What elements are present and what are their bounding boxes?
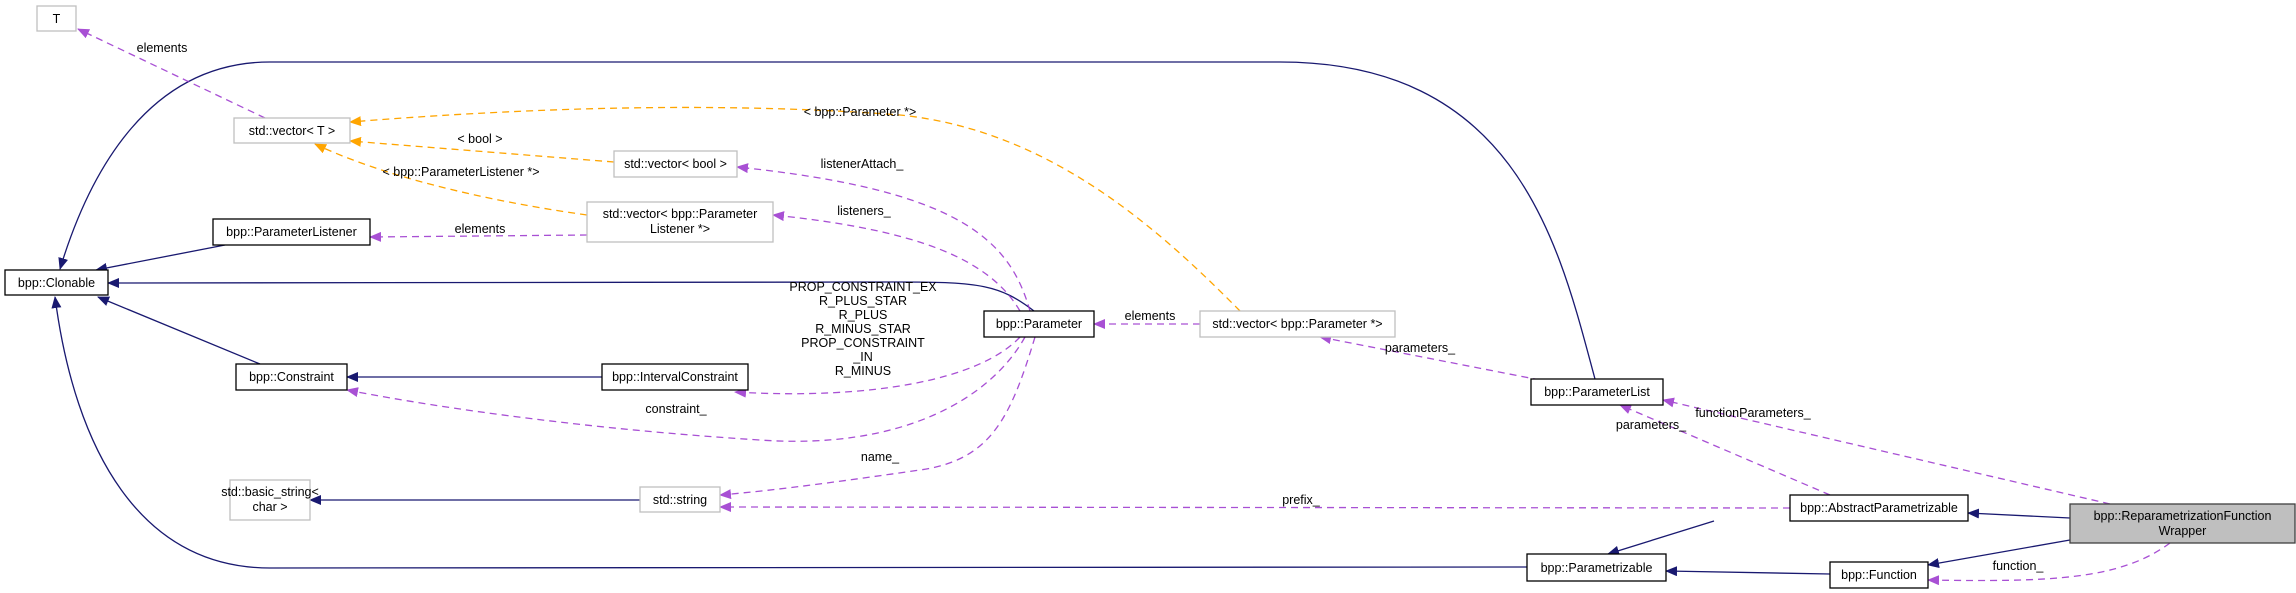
edge-vectorlistener-to-parameterlistener (369, 231, 588, 242)
edge-label-listeners: listeners_ (837, 204, 892, 218)
edge-label-listenerAttach: listenerAttach_ (821, 157, 905, 171)
edge-label-constant-0: PROP_CONSTRAINT_EX (789, 280, 937, 294)
node-vector-listener[interactable]: std::vector< bpp::Parameter Listener *> (586, 201, 774, 243)
edge-label-T-elements: elements (137, 41, 188, 55)
edge-label-parameters-abs: parameters_ (1616, 418, 1687, 432)
node-wrapper-label-line2: Wrapper (2159, 524, 2207, 538)
edge-parametrizable-to-clonable (51, 296, 1528, 569)
node-std-string-label: std::string (653, 493, 707, 507)
node-parameter-list[interactable]: bpp::ParameterList (1530, 378, 1664, 406)
node-T-label: T (53, 12, 61, 26)
edge-wrapper-to-abstractparametrizable (1967, 508, 2071, 519)
node-parameter-listener[interactable]: bpp::ParameterListener (212, 218, 371, 246)
node-std-string[interactable]: std::string (639, 486, 721, 513)
node-vector-bool-label: std::vector< bool > (624, 157, 727, 171)
node-constraint-label: bpp::Constraint (249, 370, 334, 384)
edge-wrapper-to-function-member (1927, 542, 2171, 586)
edge-abstractparametrizable-to-parametrizable (1607, 520, 1715, 556)
edge-wrapper-to-parameterlist (1662, 397, 2111, 505)
edge-label-constant-2: R_PLUS (839, 308, 888, 322)
node-clonable[interactable]: bpp::Clonable (4, 269, 109, 296)
node-parameter-list-label: bpp::ParameterList (1544, 385, 1650, 399)
node-vector-T[interactable]: std::vector< T > (233, 117, 351, 144)
edge-abstractparametrizable-to-parameterlist (1619, 404, 1831, 496)
node-T[interactable]: T (36, 5, 77, 32)
edge-label-listener-ptr: < bpp::ParameterListener *> (382, 165, 539, 179)
node-basic-string-label-line1: std::basic_string< (221, 485, 319, 499)
edge-label-bool: < bool > (457, 132, 502, 146)
edge-parameterlistener-to-clonable (95, 244, 226, 273)
edge-parameter-to-constraint (346, 336, 1026, 442)
edge-label-constant-5: _IN (852, 350, 872, 364)
edge-label-constant-1: R_PLUS_STAR (819, 294, 907, 308)
edge-vectorbool-to-vectort (349, 136, 615, 163)
node-function[interactable]: bpp::Function (1829, 561, 1929, 589)
node-vector-parameter[interactable]: std::vector< bpp::Parameter *> (1199, 310, 1396, 338)
edge-label-constant-3: R_MINUS_STAR (815, 322, 911, 336)
node-interval-constraint[interactable]: bpp::IntervalConstraint (601, 363, 749, 391)
edge-constraint-to-clonable (97, 296, 261, 365)
edge-parameterlist-to-vectorparameter (1319, 334, 1541, 381)
edge-wrapper-to-function (1927, 539, 2071, 569)
edge-parameter-to-intervalconstraint (734, 336, 1021, 398)
edge-parameter-to-clonable (107, 277, 1035, 312)
node-interval-constraint-label: bpp::IntervalConstraint (612, 370, 738, 384)
node-basic-string[interactable]: std::basic_string< char > (221, 479, 319, 521)
node-abstract-parametrizable[interactable]: bpp::AbstractParametrizable (1789, 494, 1969, 522)
node-wrapper-label-line1: bpp::ReparametrizationFunction (2094, 509, 2272, 523)
edge-label-param-ptr: < bpp::Parameter *> (804, 105, 917, 119)
edge-parameter-to-vectorlistener (772, 211, 1021, 312)
edge-function-to-parametrizable (1665, 566, 1831, 577)
edge-vectort-to-T (77, 28, 266, 119)
edge-parameterlist-to-clonable (58, 61, 1596, 380)
edge-vectorlistener-to-vectort (314, 143, 588, 216)
node-function-label: bpp::Function (1841, 568, 1917, 582)
edge-label-function: function_ (1993, 559, 2045, 573)
edge-label-constant-4: PROP_CONSTRAINT (801, 336, 925, 350)
node-basic-string-label-line2: char > (252, 500, 287, 514)
node-abstract-parametrizable-label: bpp::AbstractParametrizable (1800, 501, 1958, 515)
edge-abstractparametrizable-to-stdstring (719, 502, 1791, 513)
node-vector-bool[interactable]: std::vector< bool > (613, 150, 738, 178)
node-constraint[interactable]: bpp::Constraint (235, 363, 348, 391)
node-parameter[interactable]: bpp::Parameter (983, 310, 1095, 338)
edge-label-parameters-list: parameters_ (1385, 341, 1456, 355)
node-vector-listener-label-line2: Listener *> (650, 222, 710, 236)
edge-label-constant-6: R_MINUS (835, 364, 891, 378)
edge-label-name: name_ (861, 450, 900, 464)
edge-label-functionParameters: functionParameters_ (1695, 406, 1811, 420)
node-parametrizable[interactable]: bpp::Parametrizable (1526, 553, 1667, 582)
edge-label-prefix: prefix_ (1282, 493, 1321, 507)
node-parameter-listener-label: bpp::ParameterListener (226, 225, 357, 239)
node-vector-listener-label-line1: std::vector< bpp::Parameter (603, 207, 758, 221)
edge-label-listener-elements: elements (455, 222, 506, 236)
edge-label-param-elements: elements (1125, 309, 1176, 323)
node-clonable-label: bpp::Clonable (18, 276, 95, 290)
node-parametrizable-label: bpp::Parametrizable (1541, 561, 1653, 575)
node-vector-parameter-label: std::vector< bpp::Parameter *> (1212, 317, 1382, 331)
edge-label-constraint: constraint_ (645, 402, 707, 416)
edge-vectorparameter-to-vectort (349, 106, 1241, 312)
edge-parameter-to-vectorbool (736, 163, 1031, 312)
node-parameter-label: bpp::Parameter (996, 317, 1082, 331)
node-reparametrization-function-wrapper[interactable]: bpp::ReparametrizationFunction Wrapper (2069, 503, 2296, 544)
node-vector-T-label: std::vector< T > (249, 124, 335, 138)
